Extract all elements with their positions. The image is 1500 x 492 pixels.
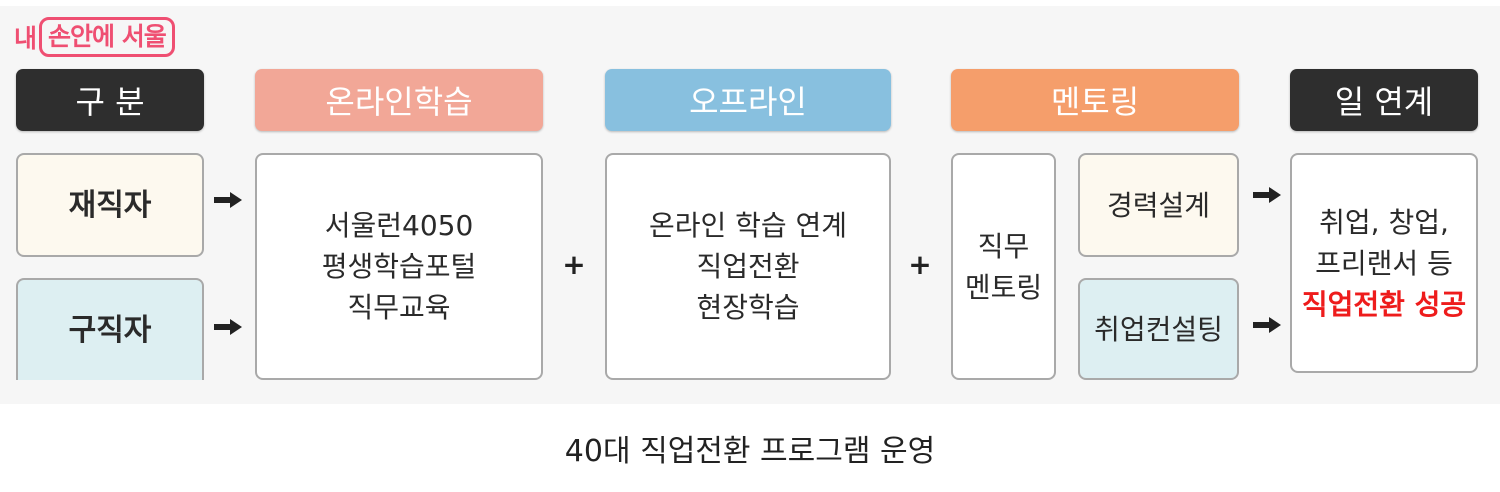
offline-line-3: 현장학습 [696,291,800,324]
outcome-box: 취업, 창업, 프리랜서 등 직업전환 성공 [1290,153,1478,373]
offline-line-1: 온라인 학습 연계 [648,209,848,242]
header-offline: 오프라인 [605,69,891,131]
plus-icon: + [908,248,932,281]
arrow-right-icon [1253,317,1281,333]
brand-prefix: 내 [14,24,37,53]
arrow-right-icon [1253,187,1281,203]
online-line-3: 직무교육 [347,291,451,324]
category-employed: 재직자 [16,153,204,257]
job-mentoring-line-1: 직무 [977,229,1030,263]
header-mentoring: 멘토링 [951,69,1239,131]
online-line-1: 서울런4050 [324,209,474,242]
online-learning-box: 서울런4050 평생학습포털 직무교육 [255,153,543,380]
arrow-right-icon [214,319,242,335]
header-category: 구 분 [16,69,204,131]
job-mentoring-line-2: 멘토링 [964,270,1043,304]
offline-box: 온라인 학습 연계 직업전환 현장학습 [605,153,891,380]
figure-caption: 40대 직업전환 프로그램 운영 [564,434,936,469]
header-job-link: 일 연계 [1290,69,1478,131]
outcome-line-2: 프리랜서 등 [1315,246,1453,280]
offline-line-2: 직업전환 [696,250,800,283]
career-design-box: 경력설계 [1078,153,1239,257]
outcome-line-1: 취업, 창업, [1319,205,1449,239]
header-online-learning: 온라인학습 [255,69,543,131]
category-job-seeker-label: 구직자 [68,312,152,348]
outcome-highlight: 직업전환 성공 [1301,287,1467,321]
job-consulting-box: 취업컨설팅 [1078,278,1239,380]
brand-boxed-text: 손안에 서울 [39,17,175,57]
arrow-right-icon [214,192,242,208]
online-line-2: 평생학습포털 [321,250,477,283]
brand-logo: 내 손안에 서울 [14,16,175,58]
job-mentoring-box: 직무 멘토링 [951,153,1056,380]
plus-icon: + [562,248,586,281]
career-design-label: 경력설계 [1106,188,1211,222]
job-consulting-label: 취업컨설팅 [1094,312,1223,346]
category-employed-label: 재직자 [68,187,152,223]
category-job-seeker: 구직자 [16,278,204,380]
